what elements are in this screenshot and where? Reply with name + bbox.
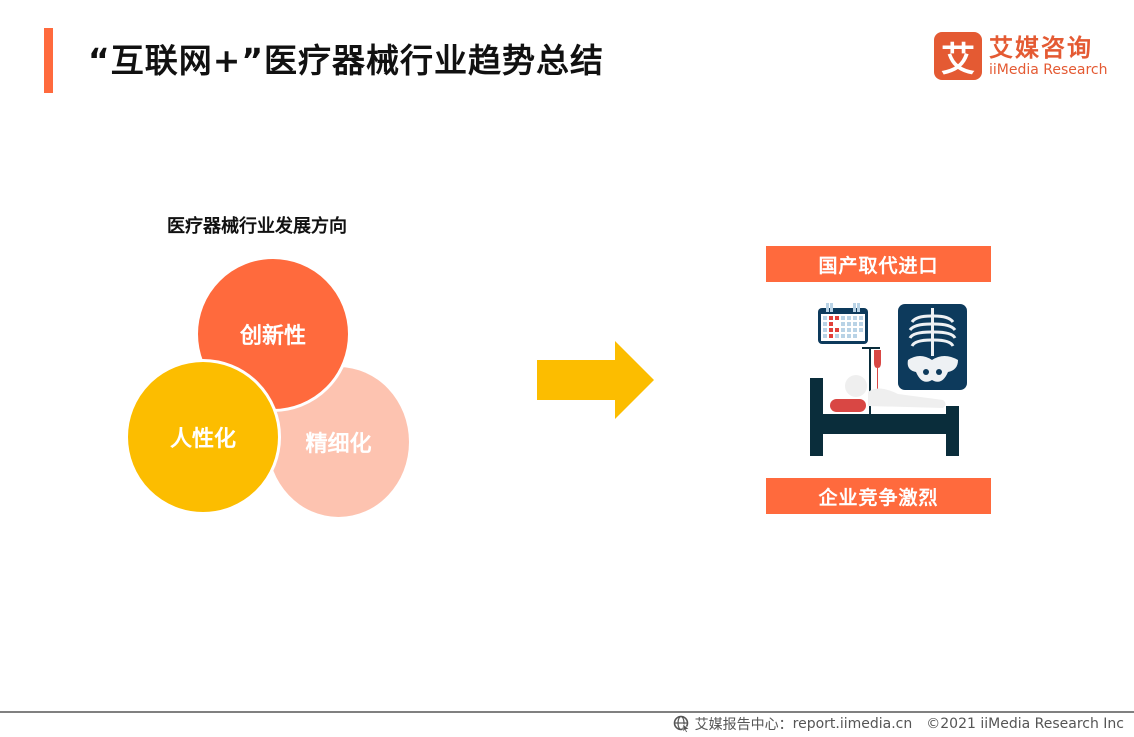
- footer-divider: [0, 711, 1134, 713]
- footer-url[interactable]: report.iimedia.cn: [792, 716, 913, 732]
- venn-label-humanization: 人性化: [169, 427, 236, 452]
- venn-title: 医疗器械行业发展方向: [167, 216, 347, 237]
- logo-name-en: iiMedia Research: [989, 62, 1108, 78]
- footer-source-label: 艾媒报告中心：: [694, 717, 793, 733]
- iimedia-logo: 艾 艾媒咨询 iiMedia Research: [934, 32, 1108, 80]
- logo-name-cn: 艾媒咨询: [989, 34, 1093, 62]
- xray-icon: [898, 304, 967, 390]
- calendar-icon: [818, 303, 868, 344]
- title-accent-bar: [44, 28, 53, 93]
- trend-label-domestic-substitution: 国产取代进口: [766, 246, 991, 282]
- venn-label-innovation: 创新性: [239, 324, 306, 349]
- venn-label-refinement: 精细化: [305, 432, 372, 457]
- globe-cursor-icon: [673, 715, 690, 733]
- venn-circle-humanization: 人性化: [125, 359, 281, 515]
- hospital-bed-xray-icon: [810, 303, 967, 456]
- footer-copyright: ©2021 iiMedia Research Inc: [926, 716, 1124, 732]
- right-arrow-icon: [537, 341, 654, 419]
- footer: 艾媒报告中心： report.iimedia.cn ©2021 iiMedia …: [673, 714, 1124, 734]
- page-title: “互联网+”医疗器械行业趋势总结: [88, 41, 605, 80]
- trend-label-fierce-competition: 企业竞争激烈: [766, 478, 991, 514]
- logo-mark-icon: 艾: [934, 32, 982, 80]
